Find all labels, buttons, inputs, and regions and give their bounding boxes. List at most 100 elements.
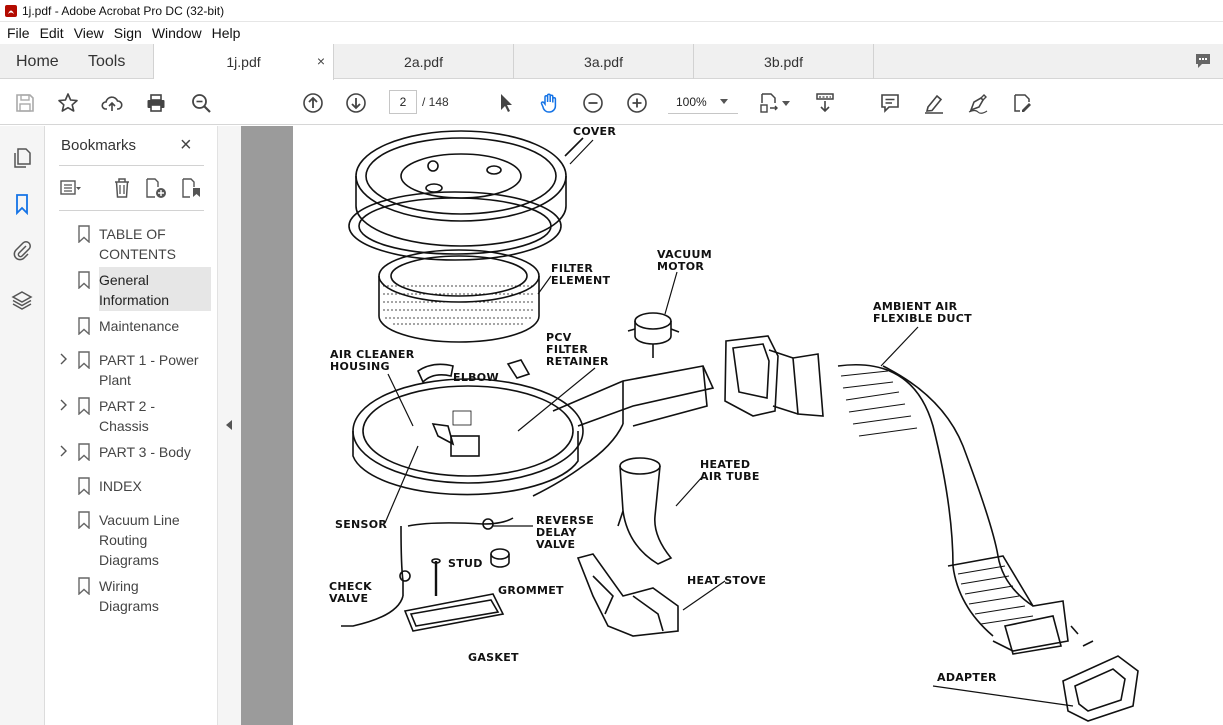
- bookmark-icon: [77, 270, 99, 310]
- bookmark-properties-button[interactable]: [179, 176, 203, 200]
- menu-sign[interactable]: Sign: [113, 25, 142, 41]
- page-thumbnails-button[interactable]: [10, 146, 34, 170]
- filter-ring-part: [348, 191, 562, 261]
- tab-home[interactable]: Home: [16, 52, 59, 70]
- callout-stud: STUD: [448, 557, 483, 570]
- bookmark-table-of-contents[interactable]: TABLE OF CONTENTS: [59, 224, 211, 264]
- doc-tab-label: 1j.pdf: [226, 54, 261, 70]
- previous-page-button[interactable]: [300, 90, 326, 116]
- bookmark-wiring-diagrams[interactable]: Wiring Diagrams: [59, 576, 211, 616]
- close-panel-icon[interactable]: ×: [180, 134, 192, 156]
- select-tool-button[interactable]: [493, 90, 519, 116]
- zoom-out-button[interactable]: [580, 90, 606, 116]
- ambient-air-flexible-duct-part: [837, 364, 1079, 655]
- page-total-label: / 148: [422, 95, 449, 109]
- menu-edit[interactable]: Edit: [39, 25, 64, 41]
- collapse-panel-chevron-left-icon[interactable]: [226, 420, 232, 430]
- bookmarks-panel: Bookmarks × TABLE OF CONTENTS: [45, 126, 217, 725]
- page-number-input[interactable]: 2: [389, 90, 417, 114]
- bookmarks-toolbar: [59, 176, 209, 202]
- main-toolbar: [0, 80, 1223, 125]
- upload-icon: [101, 96, 123, 111]
- bookmark-general-information[interactable]: General Information: [59, 267, 211, 311]
- page-layout-button[interactable]: [756, 90, 782, 116]
- doc-tab-label: 3b.pdf: [764, 53, 803, 70]
- cover-part: [355, 130, 584, 247]
- comment-icon: [881, 94, 899, 113]
- hand-tool-button[interactable]: [537, 90, 563, 116]
- menu-file[interactable]: File: [7, 25, 30, 41]
- callout-leader-lines: [384, 139, 1074, 707]
- bookmark-label: Wiring Diagrams: [99, 578, 159, 614]
- zoom-in-button[interactable]: [624, 90, 650, 116]
- heat-stove-part: [576, 553, 679, 637]
- save-button[interactable]: [12, 90, 38, 116]
- bookmark-label: PART 2 - Chassis: [99, 398, 156, 434]
- document-viewport[interactable]: COVER FILTER ELEMENT VACUUM MOTOR AMBIEN…: [241, 126, 1223, 725]
- stud-grommet-gasket-parts: [403, 548, 510, 632]
- highlight-icon: [925, 94, 943, 114]
- expand-chevron-right-icon[interactable]: [59, 350, 77, 390]
- menu-view[interactable]: View: [73, 25, 104, 41]
- bookmark-icon: [77, 224, 99, 264]
- doc-tab-3b[interactable]: 3b.pdf: [694, 44, 874, 79]
- bookmark-maintenance[interactable]: Maintenance: [59, 316, 211, 338]
- chevron-down-icon: [782, 101, 790, 106]
- panel-splitter[interactable]: [217, 126, 241, 725]
- delete-bookmark-button[interactable]: [110, 176, 134, 200]
- zoom-level-select[interactable]: 100%: [668, 90, 738, 114]
- callout-grommet: GROMMET: [498, 584, 564, 597]
- page-layout-dropdown[interactable]: [780, 90, 792, 116]
- scroll-mode-button[interactable]: [812, 90, 838, 116]
- bookmark-options-button[interactable]: [59, 176, 83, 200]
- sign-button[interactable]: [965, 90, 991, 116]
- comment-button[interactable]: [877, 90, 903, 116]
- tab-tools[interactable]: Tools: [76, 44, 154, 79]
- bookmark-part-1-power-plant[interactable]: PART 1 - Power Plant: [59, 350, 211, 390]
- doc-tab-1j[interactable]: 1j.pdf ×: [154, 44, 334, 80]
- highlight-button[interactable]: [921, 90, 947, 116]
- next-page-button[interactable]: [343, 90, 369, 116]
- expand-chevron-right-icon[interactable]: [59, 442, 77, 464]
- attachments-button[interactable]: [10, 238, 34, 262]
- find-zoom-button[interactable]: [188, 90, 214, 116]
- bookmark-index[interactable]: INDEX: [59, 476, 211, 498]
- bookmark-star-button[interactable]: [55, 90, 81, 116]
- callout-heated-air-tube: HEATED AIR TUBE: [700, 458, 760, 483]
- trash-icon: [115, 178, 129, 198]
- expand-chevron-right-icon[interactable]: [59, 396, 77, 436]
- bookmark-spacer: [59, 510, 77, 570]
- layers-icon: [11, 291, 33, 310]
- bookmark-label: INDEX: [99, 478, 142, 494]
- comments-button[interactable]: [1183, 44, 1223, 78]
- doc-tab-3a[interactable]: 3a.pdf: [514, 44, 694, 79]
- air-cleaner-housing-part: [352, 359, 715, 496]
- doc-tab-2a[interactable]: 2a.pdf: [334, 44, 514, 79]
- callout-pcv-filter-retainer: PCV FILTER RETAINER: [546, 331, 609, 368]
- bookmark-icon: [77, 350, 99, 390]
- bookmark-icon: [77, 510, 99, 570]
- bookmark-part-2-chassis[interactable]: PART 2 - Chassis: [59, 396, 211, 436]
- menu-help[interactable]: Help: [211, 25, 241, 41]
- callout-cover: COVER: [573, 125, 617, 138]
- zoom-chevron-down-icon[interactable]: [720, 99, 728, 104]
- scroll-mode-icon: [816, 93, 834, 113]
- edit-pdf-button[interactable]: [1009, 90, 1035, 116]
- adapter-part: [1062, 640, 1139, 722]
- bookmark-label: General Information: [99, 272, 170, 308]
- callout-gasket: GASKET: [468, 651, 519, 664]
- share-upload-button[interactable]: [99, 90, 125, 116]
- divider: [59, 210, 204, 211]
- close-tab-icon[interactable]: ×: [316, 53, 325, 69]
- bookmark-icon: [77, 442, 99, 464]
- bookmark-part-3-body[interactable]: PART 3 - Body: [59, 442, 211, 464]
- menu-window[interactable]: Window: [151, 25, 202, 41]
- callout-sensor: SENSOR: [335, 518, 388, 531]
- bookmark-vacuum-line-routing[interactable]: Vacuum Line Routing Diagrams: [59, 510, 211, 570]
- bookmarks-panel-button[interactable]: [10, 192, 34, 216]
- layers-button[interactable]: [10, 288, 34, 312]
- print-button[interactable]: [143, 90, 169, 116]
- save-icon: [16, 94, 34, 112]
- new-bookmark-button[interactable]: [144, 176, 168, 200]
- callout-ambient-air-flexible-duct: AMBIENT AIR FLEXIBLE DUCT: [873, 300, 972, 325]
